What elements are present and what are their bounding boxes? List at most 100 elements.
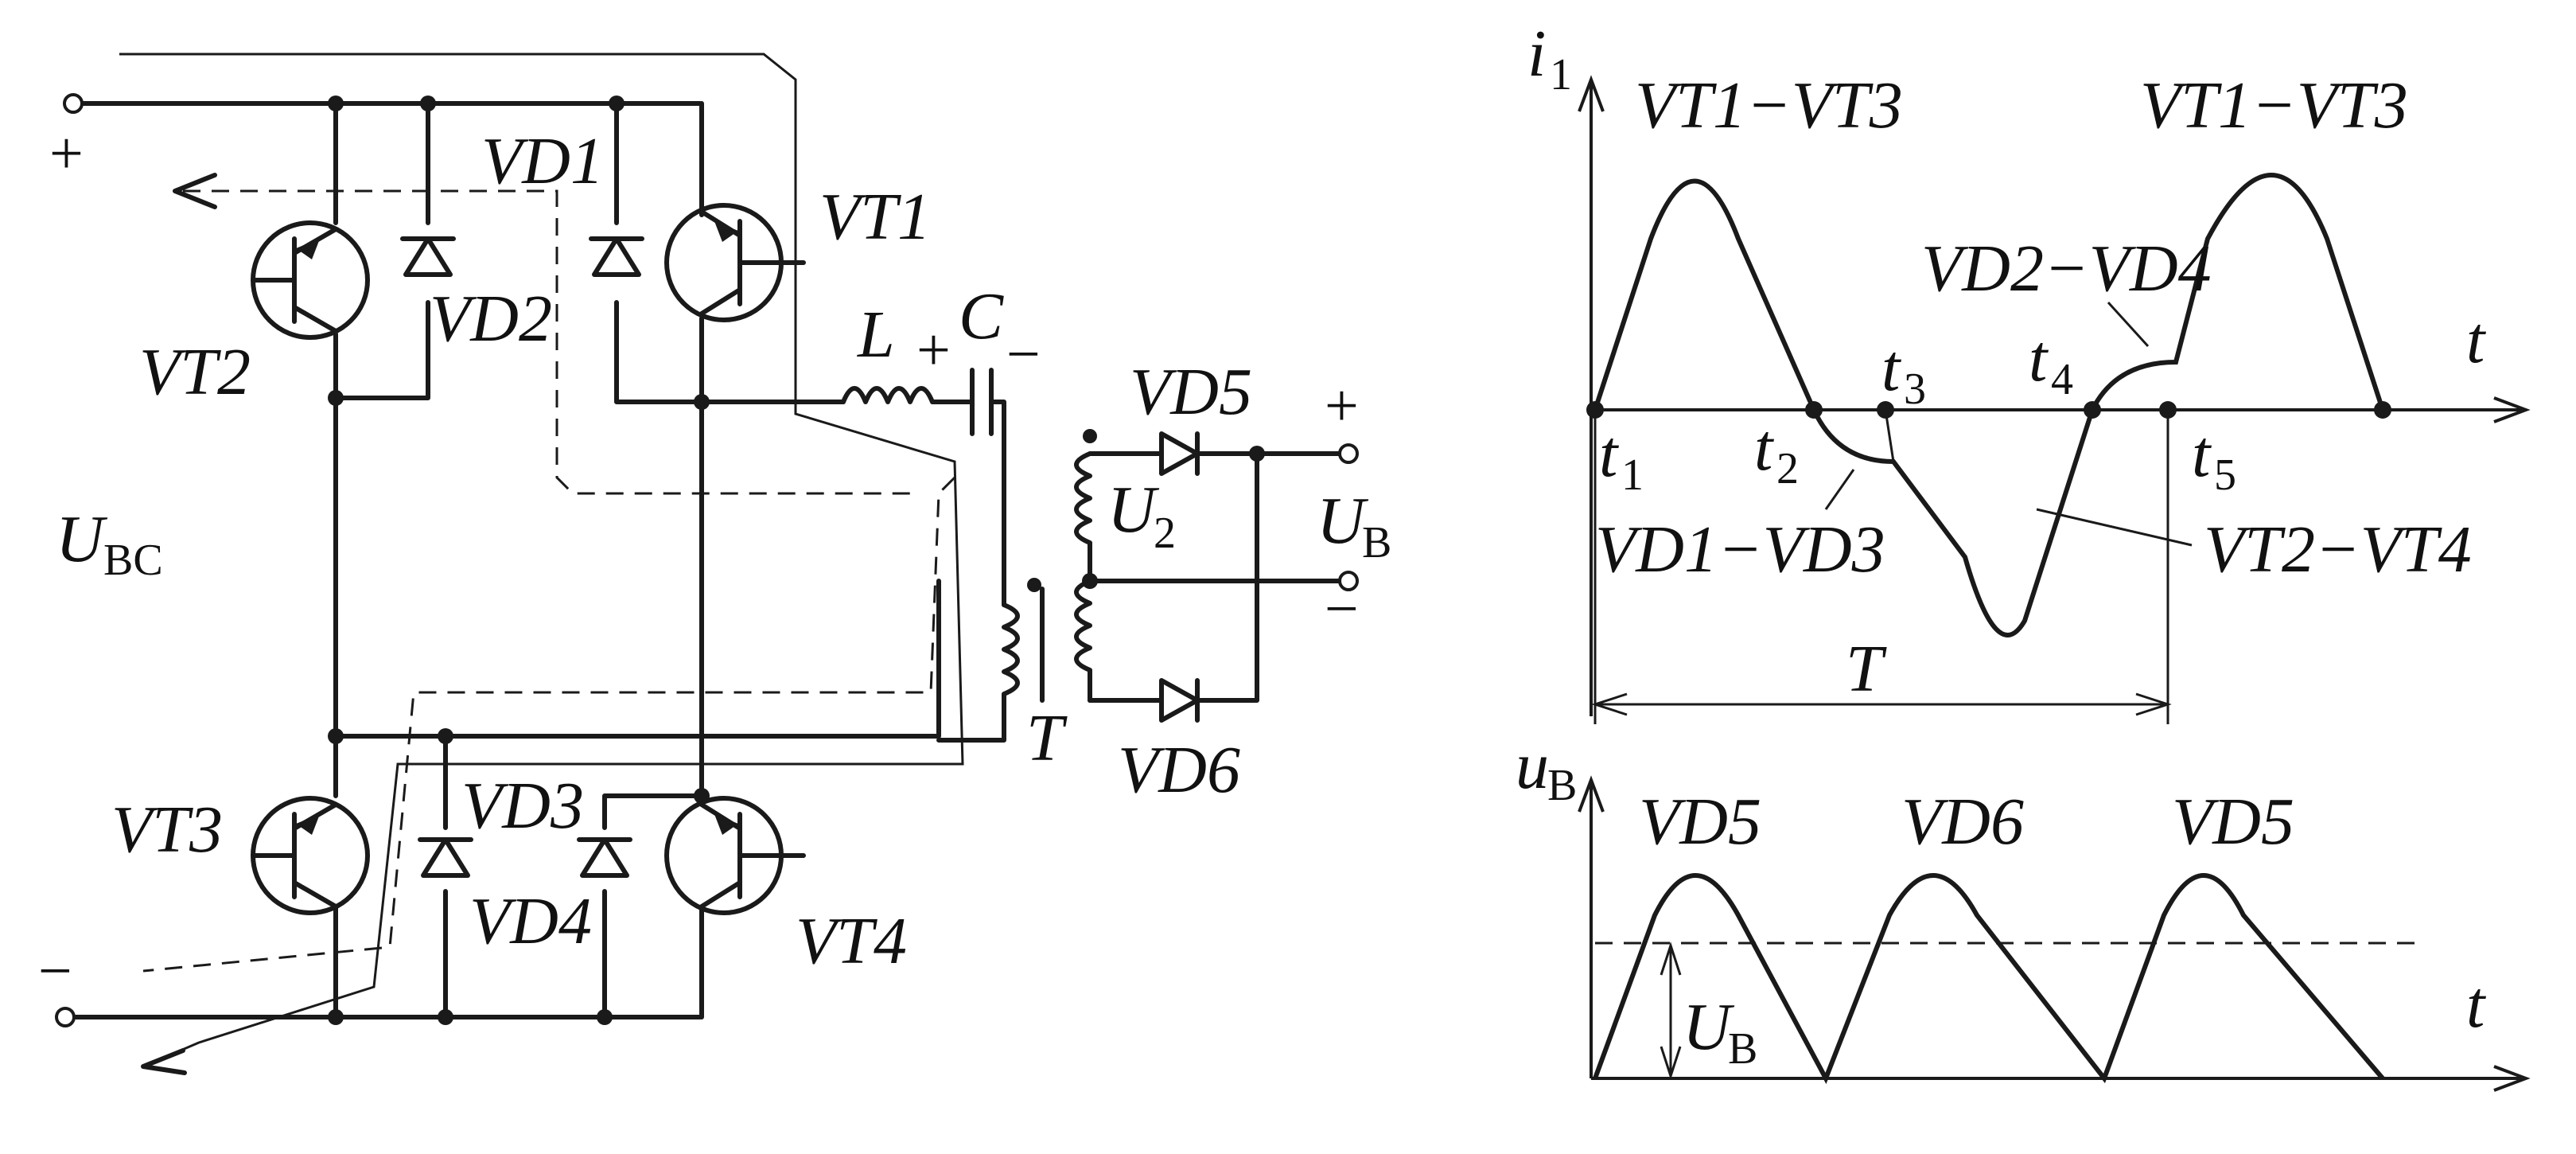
- capacitor-minus-sign: −: [1006, 321, 1041, 388]
- vt1-vt3-label-2: VT1−VT3: [2140, 68, 2408, 142]
- vt1-vt3-label-1: VT1−VT3: [1635, 68, 1903, 142]
- svg-text:1: 1: [1621, 450, 1644, 500]
- capacitor-label: C: [959, 279, 1004, 353]
- vd2-diode: [400, 236, 456, 277]
- vd1-vd3-label: VD1−VD3: [1595, 513, 1885, 587]
- period-label: T: [1846, 632, 1887, 706]
- svg-text:4: 4: [2051, 355, 2073, 404]
- peak-label-vd5-2: VD5: [2172, 785, 2294, 859]
- circuit-labels: + − + − VT1 VT2 VT3 VT4 VD1 VD2 VD3 VD4 …: [38, 120, 1391, 1004]
- vd1-branch: [614, 101, 704, 404]
- output-plus-terminal: [1338, 443, 1359, 464]
- t3-drop: [1884, 409, 1895, 462]
- vt1-label: VT1: [819, 180, 931, 254]
- svg-text:5: 5: [2214, 450, 2236, 500]
- svg-text:1: 1: [1550, 50, 1572, 99]
- output-plus-sign: +: [1325, 372, 1359, 439]
- input-minus-sign: −: [38, 938, 72, 1004]
- current-plot: i 1 t VT1−VT3 VT1−VT3 VD2−VD4 VD1−VD3 VT…: [1527, 17, 2531, 724]
- i1-y-arrow: [1578, 75, 1605, 112]
- svg-text:t: t: [1754, 411, 1775, 485]
- inductor-l: [841, 386, 957, 404]
- t2-label: t 2: [1754, 411, 1799, 493]
- vd3-branch: [602, 793, 704, 1019]
- svg-text:t: t: [2029, 322, 2049, 396]
- peak-label-vd6: VD6: [1901, 785, 2024, 859]
- vd6-label: VD6: [1118, 733, 1240, 807]
- capacitor-c: [952, 368, 1006, 607]
- vt4-label: VT4: [796, 904, 907, 978]
- svg-text:BC: BC: [103, 536, 163, 585]
- vt4-transistor: [664, 796, 806, 915]
- t3-label: t 3: [1881, 331, 1926, 414]
- vt1-transistor: [664, 203, 806, 322]
- capacitor-plus-sign: +: [916, 317, 951, 384]
- ub-dc-arrow: [1660, 942, 1682, 1080]
- midpoint-a-wire: [333, 579, 941, 739]
- ub-x-label: t: [2466, 968, 2487, 1042]
- svg-text:U: U: [1317, 484, 1369, 558]
- vd3-diode: [577, 837, 632, 878]
- ub-y-arrow: [1578, 775, 1605, 813]
- vt2-transistor: [251, 220, 370, 340]
- output-voltage-label: U B: [1317, 484, 1391, 567]
- svg-text:B: B: [1728, 1024, 1757, 1074]
- vd2-label: VD2: [430, 282, 552, 356]
- vt3-transistor: [251, 796, 370, 915]
- input-minus-terminal: [55, 1007, 76, 1027]
- leader-vd2-vd4: [2107, 301, 2150, 348]
- i1-time-dots: [1586, 401, 2391, 419]
- vt3-label: VT3: [111, 793, 223, 867]
- vd1-label: VD1: [481, 124, 604, 198]
- t5-label: t 5: [2192, 417, 2236, 500]
- ub-waveform: [1593, 873, 2385, 1085]
- current-arrow-top: [173, 173, 217, 209]
- vd1-diode: [589, 236, 644, 277]
- t4-label: t 4: [2029, 322, 2073, 404]
- output-minus-sign: −: [1325, 575, 1359, 642]
- winding-label: U 2: [1107, 473, 1176, 558]
- svg-text:t: t: [2192, 417, 2212, 491]
- input-plus-sign: +: [49, 120, 84, 187]
- ub-dc-label: U B: [1683, 990, 1757, 1074]
- vd4-diode: [418, 837, 473, 878]
- leader-vd1-vd3: [1824, 469, 1855, 510]
- vd2-branch: [333, 101, 430, 400]
- vd2-vd4-label: VD2−VD4: [1921, 232, 2212, 306]
- junction-dots: [328, 96, 1265, 1025]
- svg-text:t: t: [1881, 331, 1902, 405]
- transformer-primary: [936, 602, 1020, 743]
- current-path-dashed: [142, 189, 956, 973]
- svg-text:u: u: [1516, 729, 1549, 803]
- ub-y-label: u B: [1516, 729, 1577, 810]
- bridge-circuit: [55, 53, 1359, 1075]
- i1-x-arrow: [2493, 396, 2531, 423]
- vd5-diode: [1143, 431, 1259, 476]
- i1-waveform: [1593, 173, 2385, 637]
- vd6-diode: [1159, 451, 1259, 723]
- peak-label-vd5-1: VD5: [1639, 785, 1761, 859]
- input-voltage-label: U BC: [56, 502, 163, 585]
- svg-text:i: i: [1527, 17, 1546, 91]
- transformer-label: T: [1026, 701, 1068, 775]
- voltage-plot: u B t VD5 VD6 VD5 U B: [1516, 729, 2531, 1092]
- output-minus-terminal: [1338, 571, 1359, 591]
- svg-text:2: 2: [1776, 444, 1799, 493]
- vd5-label: VD5: [1130, 355, 1252, 429]
- t1-label: t 1: [1599, 417, 1644, 500]
- vd3-label: VD3: [461, 769, 584, 843]
- leader-vt2-vt4: [2036, 508, 2193, 547]
- i1-y-label: i 1: [1527, 17, 1572, 99]
- vt2-vt4-label: VT2−VT4: [2204, 513, 2472, 587]
- vt2-label: VT2: [139, 335, 251, 409]
- svg-text:2: 2: [1154, 509, 1176, 558]
- current-arrow-bottom: [141, 1048, 187, 1075]
- current-path-solid: [119, 53, 964, 1068]
- vd4-label: VD4: [469, 884, 592, 958]
- ub-x-arrow: [2493, 1065, 2531, 1092]
- input-plus-terminal: [63, 93, 84, 114]
- inductor-label: L: [857, 298, 895, 372]
- svg-text:U: U: [1107, 473, 1160, 547]
- svg-text:B: B: [1362, 518, 1391, 567]
